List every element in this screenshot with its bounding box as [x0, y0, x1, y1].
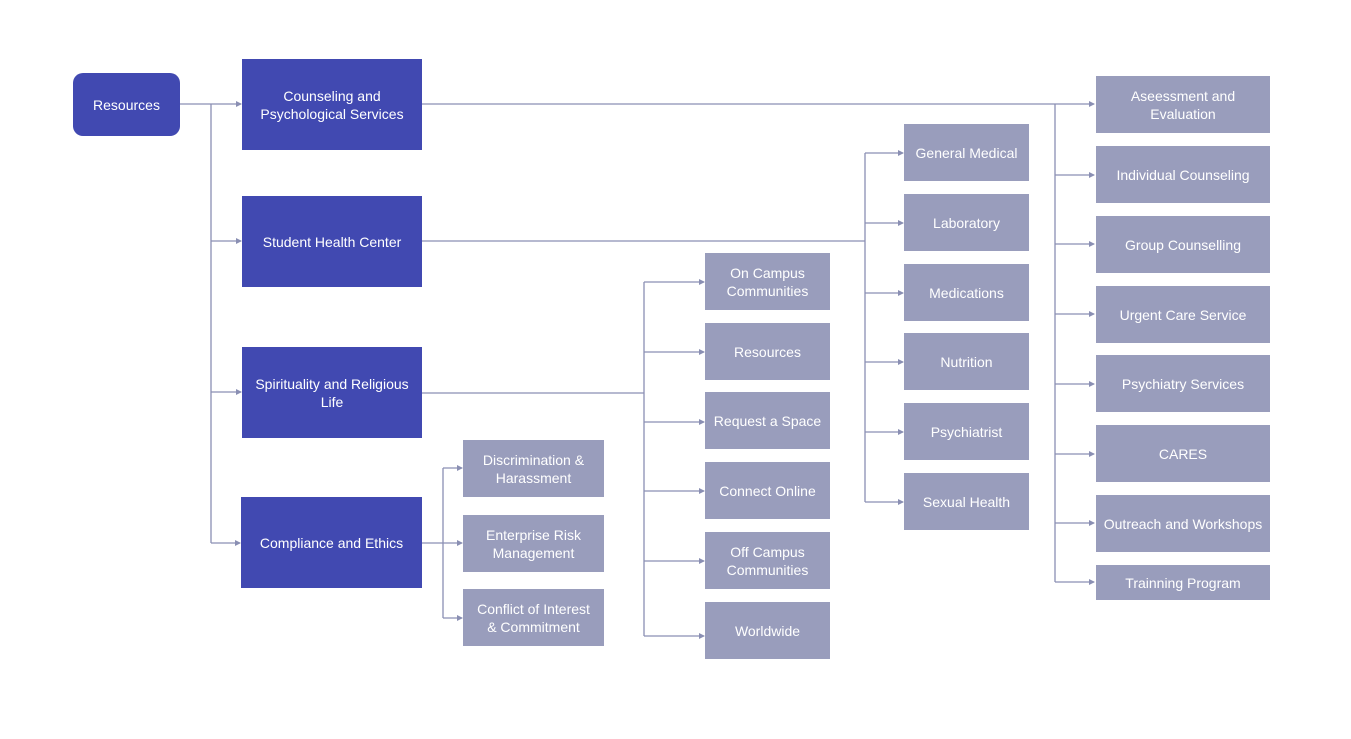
- node-psychiatry-services: Psychiatry Services: [1096, 355, 1270, 412]
- node-group-counselling: Group Counselling: [1096, 216, 1270, 273]
- node-cares: CARES: [1096, 425, 1270, 482]
- node-medications: Medications: [904, 264, 1029, 321]
- node-counseling-psychological-services: Counseling and Psychological Services: [242, 59, 422, 150]
- node-conflict-of-interest: Conflict of Interest & Commitment: [463, 589, 604, 646]
- node-spirituality-religious-life: Spirituality and Religious Life: [242, 347, 422, 438]
- root-node-resources: Resources: [73, 73, 180, 136]
- node-laboratory: Laboratory: [904, 194, 1029, 251]
- node-nutrition: Nutrition: [904, 333, 1029, 390]
- node-outreach-workshops: Outreach and Workshops: [1096, 495, 1270, 552]
- node-connect-online: Connect Online: [705, 462, 830, 519]
- node-enterprise-risk-management: Enterprise Risk Management: [463, 515, 604, 572]
- node-worldwide: Worldwide: [705, 602, 830, 659]
- node-student-health-center: Student Health Center: [242, 196, 422, 287]
- node-on-campus-communities: On Campus Communities: [705, 253, 830, 310]
- node-training-program: Trainning Program: [1096, 565, 1270, 600]
- node-individual-counseling: Individual Counseling: [1096, 146, 1270, 203]
- node-off-campus-communities: Off Campus Communities: [705, 532, 830, 589]
- node-discrimination-harassment: Discrimination & Harassment: [463, 440, 604, 497]
- node-sexual-health: Sexual Health: [904, 473, 1029, 530]
- node-assessment-evaluation: Aseessment and Evaluation: [1096, 76, 1270, 133]
- node-request-a-space: Request a Space: [705, 392, 830, 449]
- node-urgent-care-service: Urgent Care Service: [1096, 286, 1270, 343]
- node-psychiatrist: Psychiatrist: [904, 403, 1029, 460]
- node-spiritual-resources: Resources: [705, 323, 830, 380]
- node-compliance-ethics: Compliance and Ethics: [241, 497, 422, 588]
- node-general-medical: General Medical: [904, 124, 1029, 181]
